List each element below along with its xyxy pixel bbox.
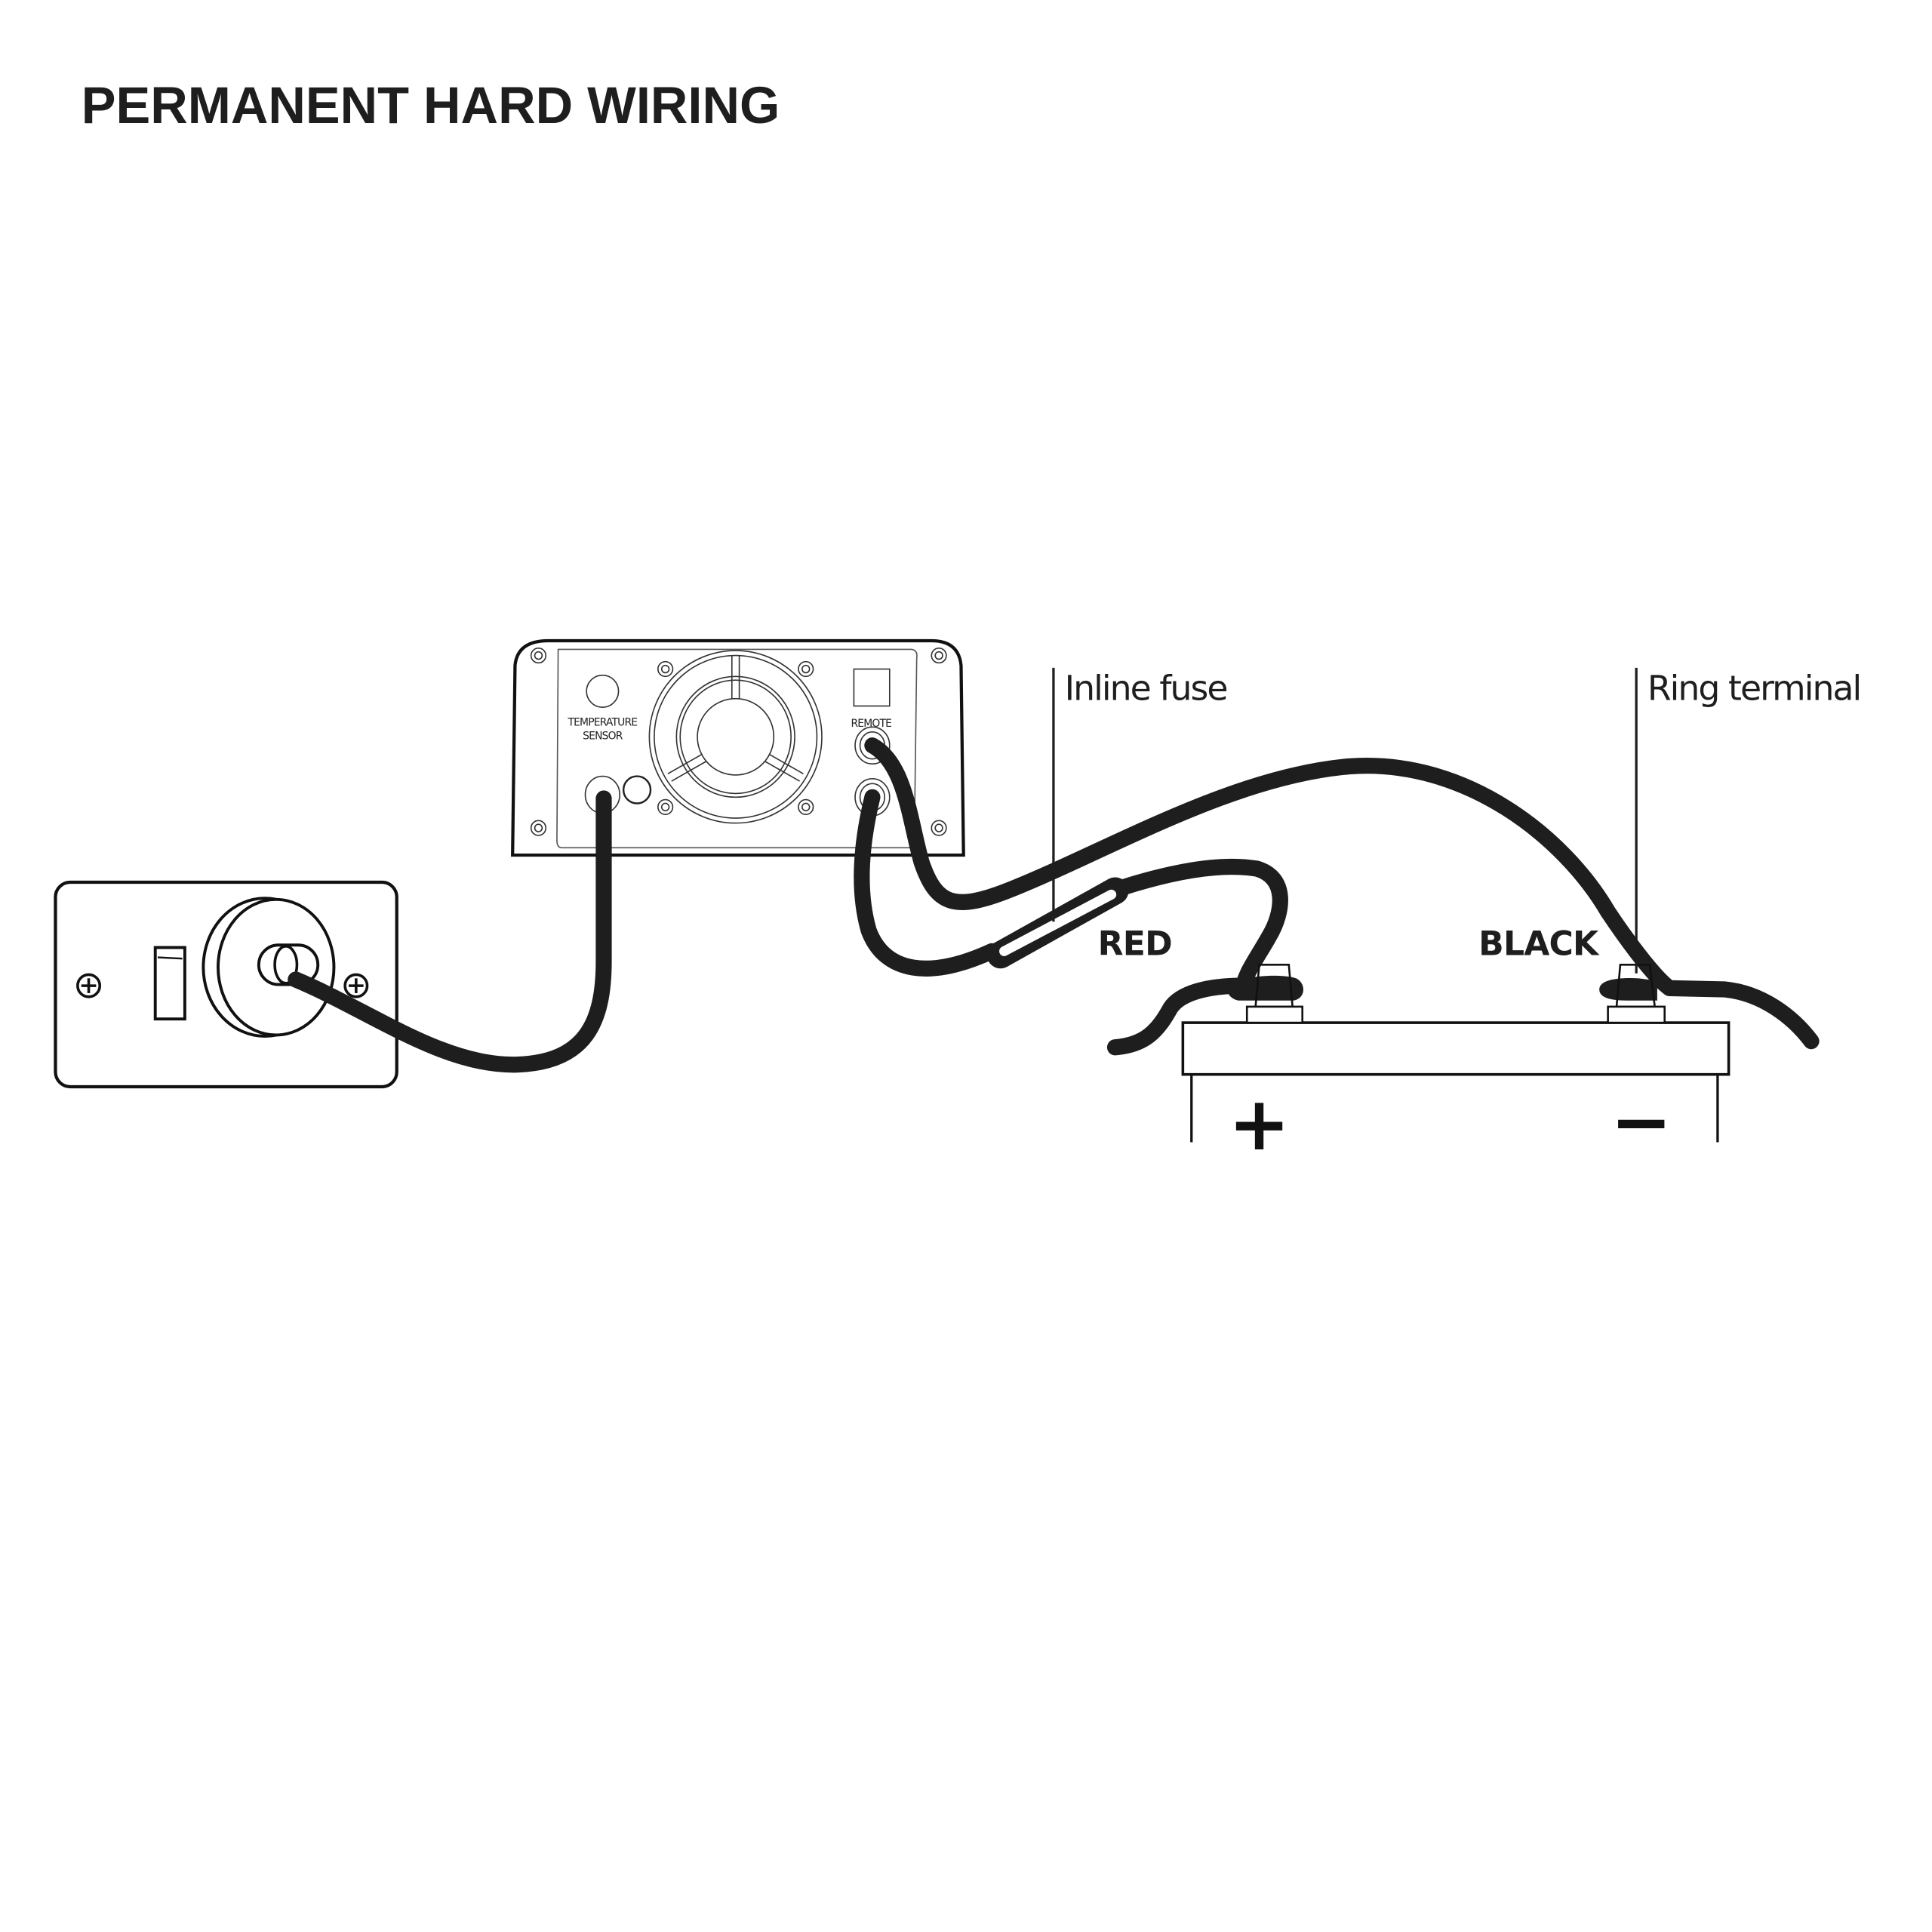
black-cable (864, 737, 1820, 1050)
page-title: PERMANENT HARD WIRING (82, 76, 780, 134)
black-ring-terminal (1599, 978, 1657, 1001)
negative-symbol: − (1611, 1079, 1672, 1165)
temperature-label: TEMPERATURE (567, 717, 637, 729)
temperature-sensor-indicator (586, 674, 620, 708)
screw-icon (530, 647, 547, 664)
fan-icon (648, 650, 823, 824)
positive-terminal-post (1245, 964, 1304, 1024)
screw-icon (931, 647, 947, 664)
negative-terminal-post (1607, 964, 1666, 1024)
inline-fuse-icon (986, 877, 1129, 969)
inline-fuse-callout: Inline fuse (1065, 668, 1227, 708)
screw-icon (657, 660, 674, 678)
battery-top (1181, 1021, 1730, 1076)
battery: + − (1181, 1021, 1730, 1168)
screw-icon (931, 820, 947, 836)
inverter-unit: TEMPERATURE SENSOR REMOTE (511, 638, 965, 857)
sensor-label: SENSOR (583, 731, 623, 743)
wall-outlet (54, 880, 398, 1089)
screw-icon (798, 798, 814, 815)
red-cable-inverter-segment (854, 789, 1000, 977)
black-wire-label: BLACK (1478, 924, 1600, 963)
red-cable-battery-segment (1115, 858, 1288, 1000)
power-switch[interactable] (153, 946, 186, 1021)
screw-icon (657, 798, 674, 815)
remote-label: REMOTE (851, 718, 891, 730)
screw-icon (798, 660, 814, 678)
screw-icon (76, 973, 102, 998)
indicator-light (622, 775, 652, 804)
sensor-cable (288, 790, 612, 1073)
red-ring-terminal (1227, 975, 1303, 1001)
red-wire-label: RED (1098, 924, 1172, 963)
screw-icon (530, 820, 547, 836)
screw-icon (343, 973, 369, 998)
remote-display (853, 668, 891, 707)
ring-terminal-callout: Ring terminal (1647, 668, 1860, 708)
red-cable-tail (1106, 977, 1251, 1056)
positive-symbol: + (1229, 1081, 1291, 1168)
